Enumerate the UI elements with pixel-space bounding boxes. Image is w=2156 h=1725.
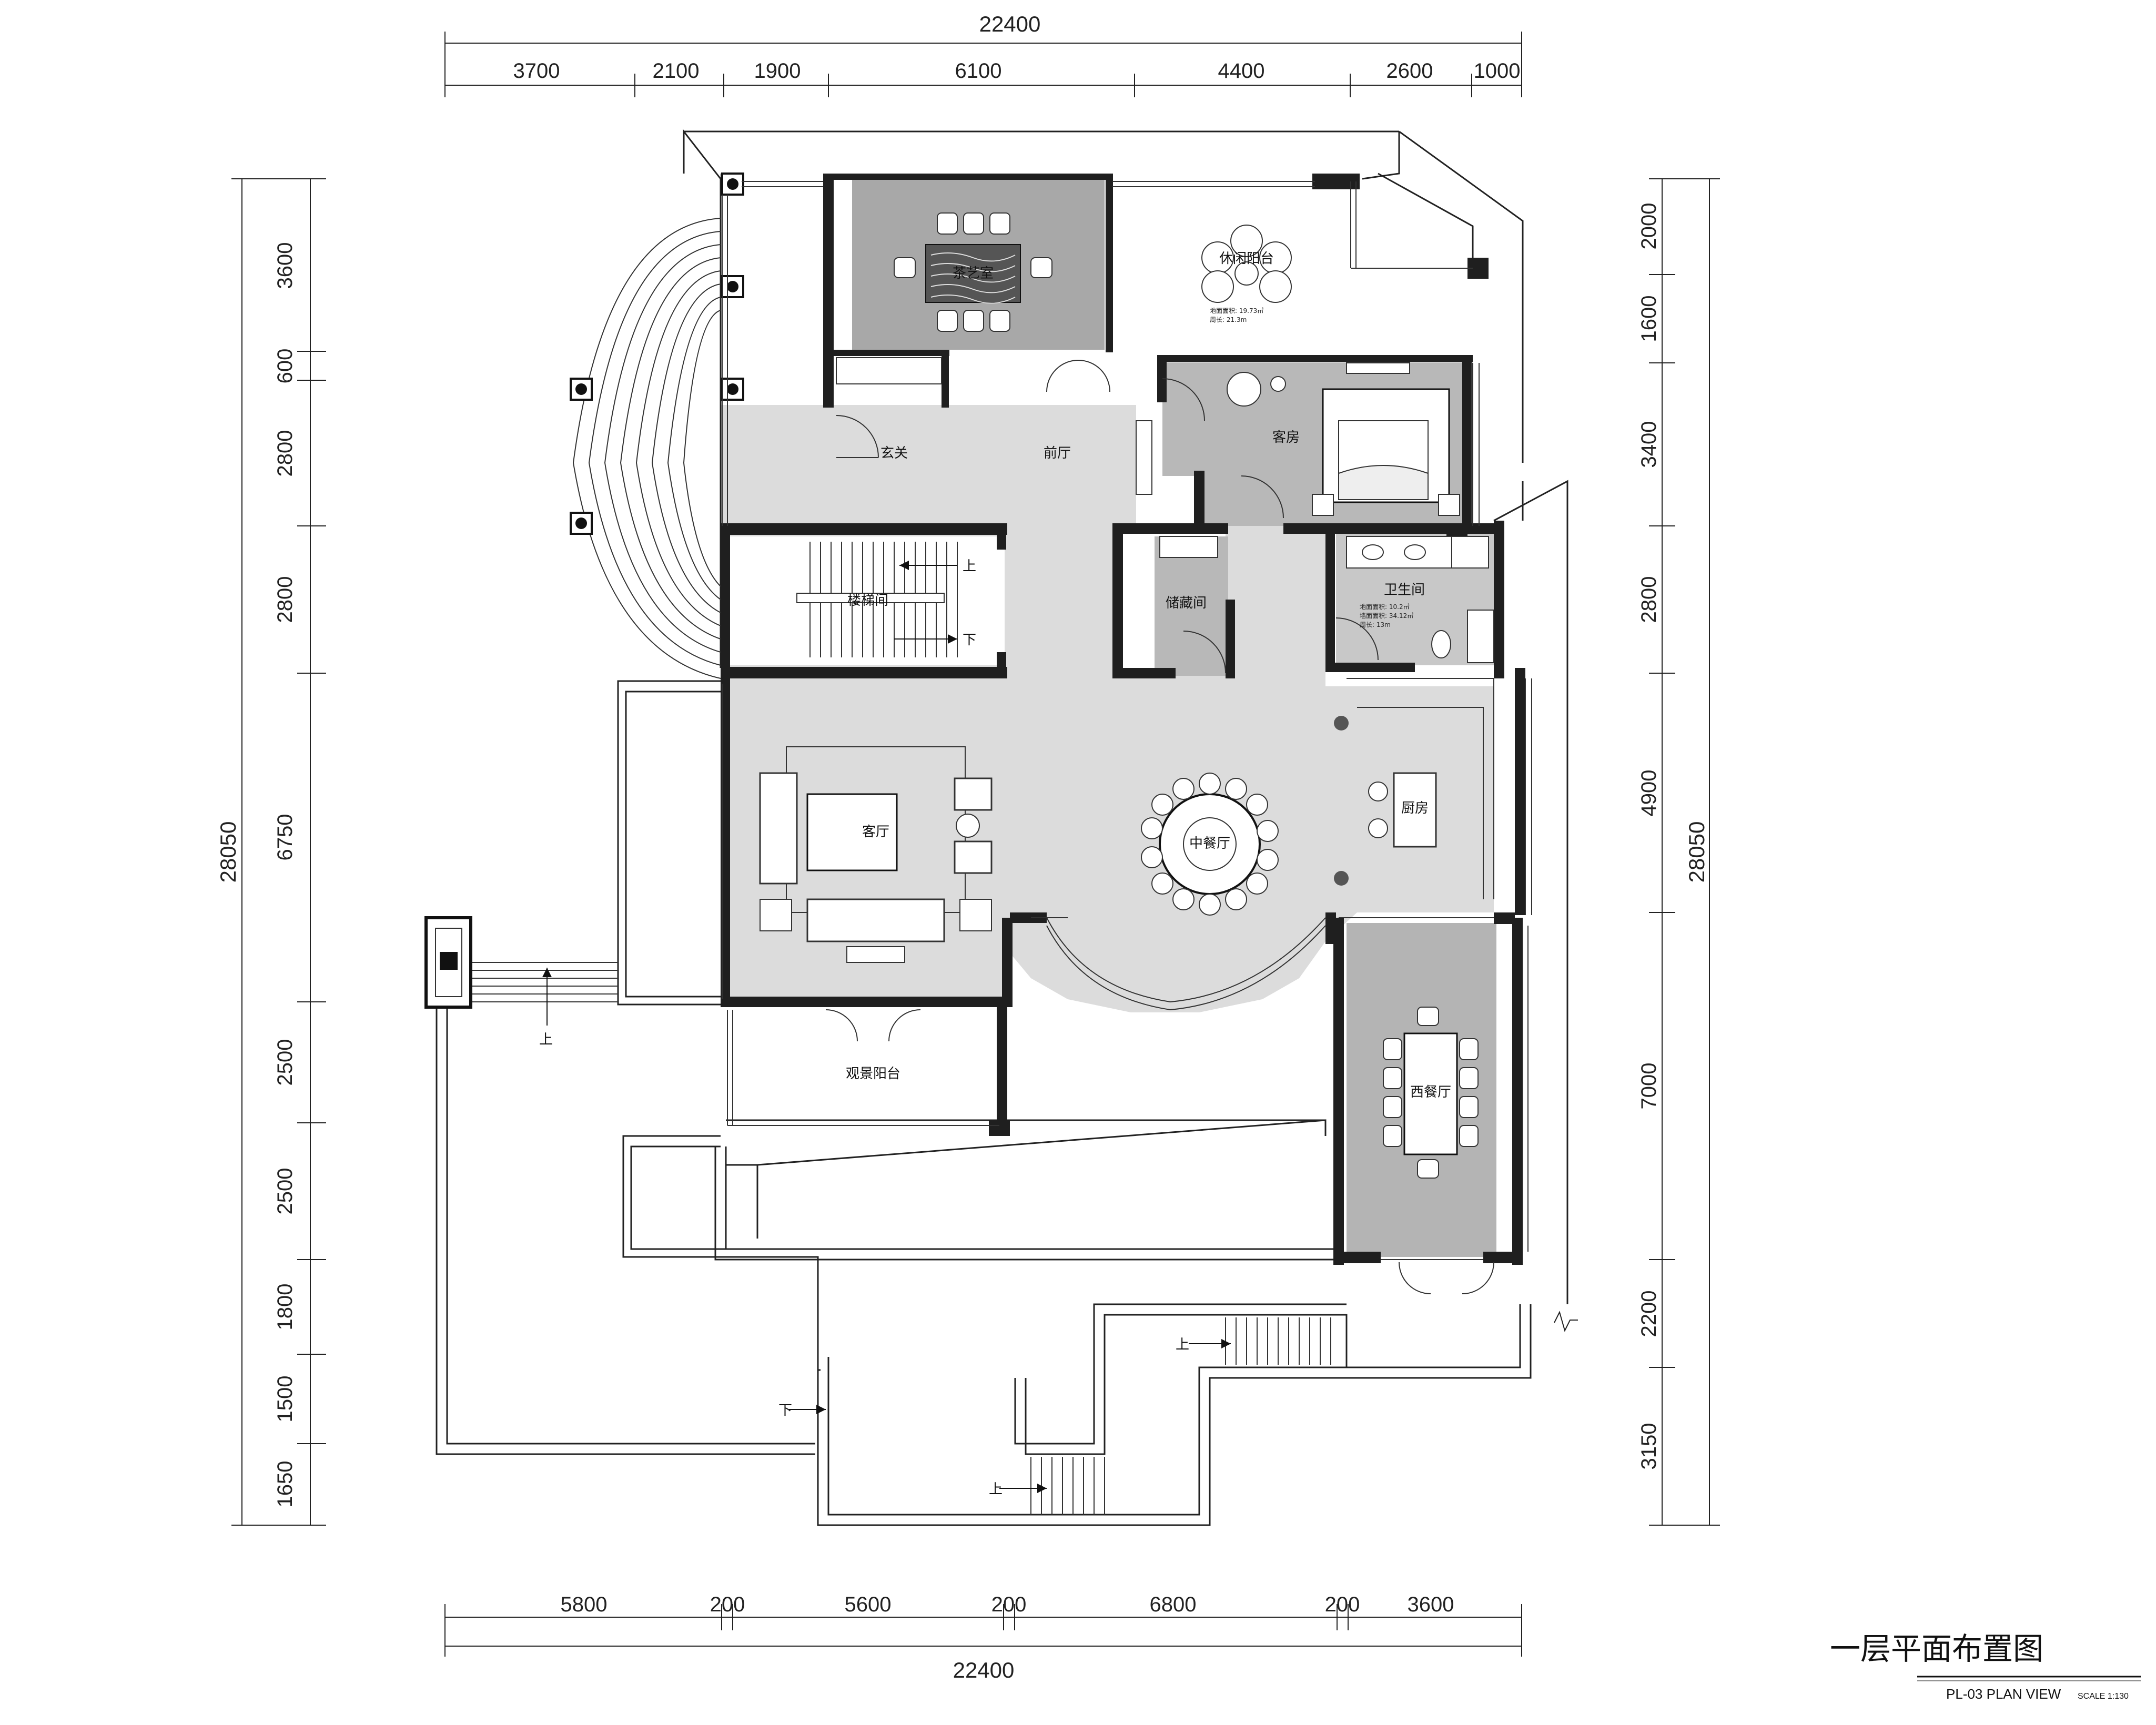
dim-bottom-seg-4: 200 <box>991 1593 1027 1616</box>
label-view-balcony: 观景阳台 <box>846 1066 900 1082</box>
tea-room-cabinet <box>836 357 942 384</box>
dim-right-seg-6: 7000 <box>1637 1063 1661 1110</box>
label-western-dining: 西餐厅 <box>1410 1084 1451 1100</box>
columns <box>570 172 744 535</box>
label-stairwell: 楼梯间 <box>847 593 888 608</box>
chinese-dining-table <box>1141 773 1279 916</box>
dimension-left: 28050 3600 600 2800 2800 6750 2500 2500 … <box>216 178 326 1526</box>
dimension-top: 22400 3700 2100 1900 6100 4400 2600 1000 <box>444 12 1522 97</box>
label-storage: 储藏间 <box>1166 595 1207 611</box>
storage-cabinet <box>1159 536 1218 558</box>
label-living-room: 客厅 <box>862 824 889 840</box>
dimension-right: 2000 1600 3400 2800 4900 7000 2200 3150 … <box>1637 178 1720 1526</box>
dim-top-seg-4: 6100 <box>955 59 1002 83</box>
foyer-console <box>1136 420 1152 495</box>
label-bathroom: 卫生间 <box>1384 582 1425 598</box>
dim-top-seg-2: 2100 <box>653 59 700 83</box>
dim-bottom-seg-6: 200 <box>1325 1593 1360 1616</box>
arrow-up-left-entry: 上 <box>539 1032 553 1048</box>
dim-top-seg-6: 2600 <box>1386 59 1433 83</box>
dim-right-seg-1: 2000 <box>1637 203 1661 250</box>
dim-left-seg-1: 3600 <box>274 242 297 289</box>
arrow-up-bottom: 上 <box>989 1482 1003 1497</box>
note-bath-area: 地面面积: 10.2㎡ <box>1360 603 1410 611</box>
dim-left-seg-2: 600 <box>274 349 297 384</box>
note-balcony-perimeter: 周长: 21.3m <box>1210 316 1247 323</box>
dim-left-seg-8: 1800 <box>274 1284 297 1331</box>
leisure-balcony-seating <box>1201 225 1292 303</box>
dimension-bottom: 5800 200 5600 200 6800 200 3600 22400 <box>444 1593 1522 1682</box>
arrow-up-right-step: 上 <box>1176 1337 1189 1353</box>
dim-left-seg-3: 2800 <box>274 430 297 477</box>
label-leisure-balcony: 休闲阳台 <box>1219 251 1274 267</box>
label-chinese-dining: 中餐厅 <box>1189 836 1230 851</box>
dim-right-seg-4: 2800 <box>1637 576 1661 623</box>
dim-top-total: 22400 <box>979 12 1041 36</box>
drawing-subtitle: PL-03 PLAN VIEW <box>1946 1686 2061 1702</box>
arrow-up-stairwell: 上 <box>963 559 976 574</box>
label-entrance: 玄关 <box>880 445 908 461</box>
dim-bottom-seg-2: 200 <box>710 1593 745 1616</box>
room-labels: 茶艺室 休闲阳台 地面面积: 19.73㎡ 周长: 21.3m 玄关 前厅 客房… <box>846 251 1451 1100</box>
arrow-down-bottom: 下 <box>778 1403 792 1418</box>
kitchen-furniture <box>1334 678 1494 899</box>
drawing-scale: SCALE 1:130 <box>2078 1692 2129 1701</box>
dim-left-seg-5: 6750 <box>274 814 297 861</box>
stair-arrows: 上 下 上 上 下 上 <box>539 559 1231 1497</box>
left-tower <box>424 916 472 1009</box>
dim-left-total: 28050 <box>216 821 240 883</box>
break-marks <box>1554 1311 1578 1332</box>
dim-right-seg-8: 3150 <box>1637 1423 1661 1470</box>
label-tea-room: 茶艺室 <box>953 266 994 281</box>
doors <box>825 360 1494 1294</box>
dim-left-seg-6: 2500 <box>274 1039 297 1086</box>
living-room-furniture <box>759 746 993 963</box>
note-bath-perimeter: 周长: 13m <box>1360 621 1391 628</box>
stairs <box>468 542 1331 1515</box>
note-bath-wall-area: 墙面面积: 34.12㎡ <box>1360 612 1413 620</box>
western-dining-table <box>1383 1007 1479 1179</box>
dim-right-total: 28050 <box>1684 821 1709 883</box>
walls <box>721 174 1525 1265</box>
dim-right-seg-3: 3400 <box>1637 421 1661 468</box>
note-balcony-area: 地面面积: 19.73㎡ <box>1210 307 1263 314</box>
drawing-title: 一层平面布置图 <box>1830 1631 2043 1667</box>
dim-top-seg-5: 4400 <box>1218 59 1265 83</box>
dim-top-seg-3: 1900 <box>754 59 801 83</box>
bathroom-fixtures <box>1346 536 1494 663</box>
entrance-steps <box>572 218 721 679</box>
dim-bottom-total: 22400 <box>953 1658 1015 1682</box>
dim-left-seg-7: 2500 <box>274 1168 297 1215</box>
terraces <box>436 129 1568 1526</box>
arrow-down-stairwell: 下 <box>963 632 976 648</box>
dim-left-seg-4: 2800 <box>274 576 297 623</box>
dim-top-seg-7: 1000 <box>1474 59 1521 83</box>
dim-right-seg-5: 4900 <box>1637 770 1661 817</box>
dim-left-seg-9: 1500 <box>274 1376 297 1423</box>
dim-right-seg-7: 2200 <box>1637 1291 1661 1337</box>
tea-table <box>894 212 1052 332</box>
dim-left-seg-10: 1650 <box>274 1461 297 1508</box>
dim-right-seg-2: 1600 <box>1637 296 1661 342</box>
dim-bottom-seg-7: 3600 <box>1408 1593 1454 1616</box>
title-block: 一层平面布置图 PL-03 PLAN VIEW SCALE 1:130 <box>1830 1631 2141 1702</box>
dim-bottom-seg-5: 6800 <box>1150 1593 1197 1616</box>
dim-bottom-seg-1: 5800 <box>561 1593 608 1616</box>
dim-bottom-seg-3: 5600 <box>845 1593 892 1616</box>
windows <box>722 181 1532 1260</box>
label-kitchen: 厨房 <box>1401 800 1429 816</box>
label-foyer: 前厅 <box>1044 445 1071 461</box>
dim-top-seg-1: 3700 <box>513 59 560 83</box>
label-guest-room: 客房 <box>1272 430 1300 445</box>
guest-bed <box>1227 362 1460 516</box>
